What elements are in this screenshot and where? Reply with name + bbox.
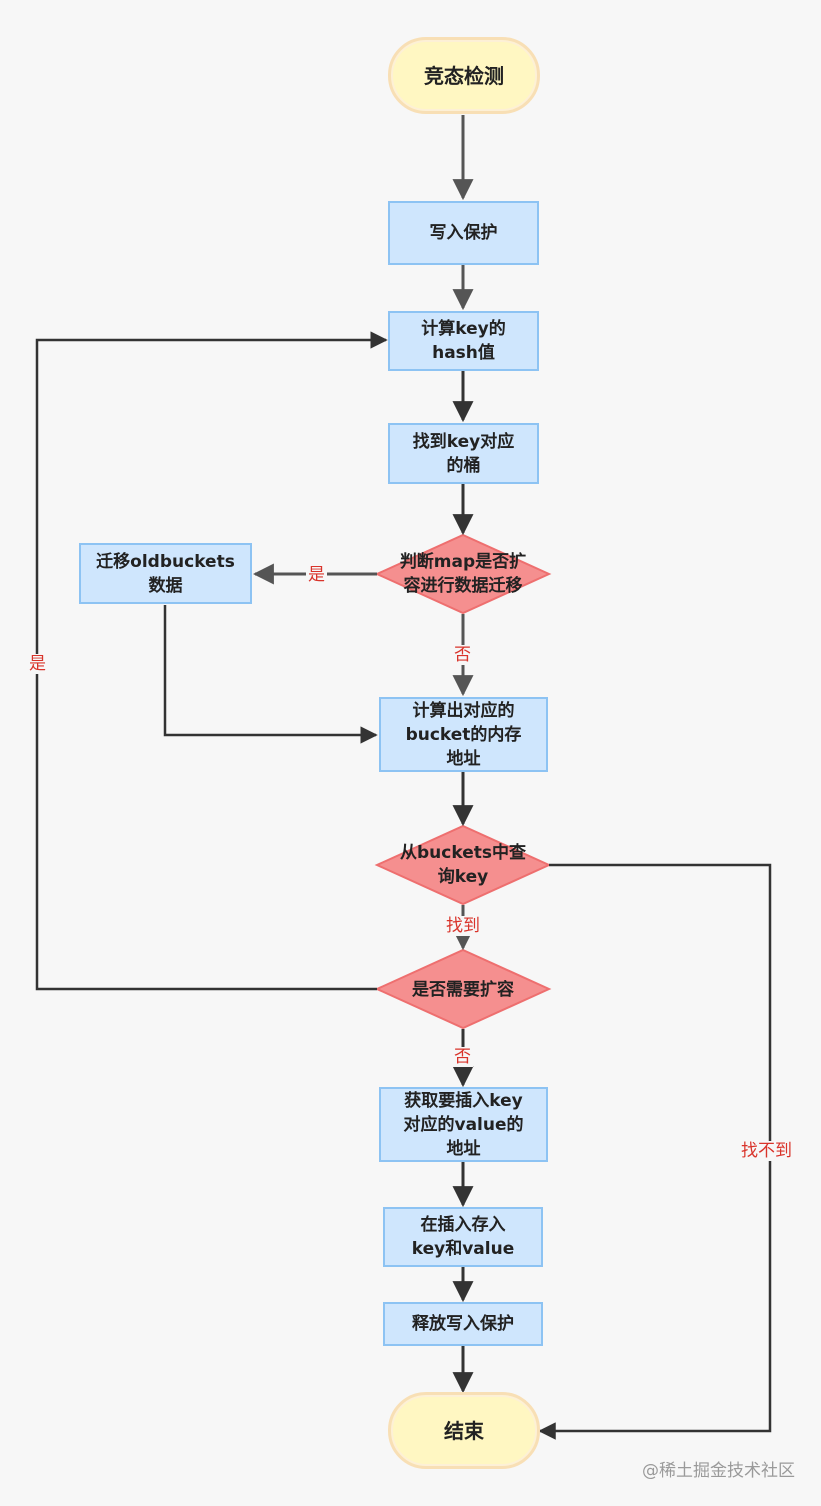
process-get-value-addr-label: 获取要插入key 对应的value的 地址 — [403, 1090, 524, 1159]
decision-diamond-migrate — [374, 533, 552, 615]
edge-label-grow-yes: 是 — [27, 654, 48, 674]
process-migrate-old: 迁移oldbuckets 数据 — [79, 543, 252, 604]
edge-not-found — [538, 863, 772, 1440]
process-migrate-old-label: 迁移oldbuckets 数据 — [96, 551, 235, 596]
decision-migrate-label: 判断map是否扩 容进行数据迁移 — [399, 552, 527, 596]
terminal-start-label: 竞态检测 — [424, 63, 504, 88]
process-insert-kv: 在插入存入 key和value — [383, 1207, 543, 1267]
process-release-protect: 释放写入保护 — [383, 1302, 543, 1346]
terminal-start: 竞态检测 — [388, 37, 540, 114]
process-get-value-addr: 获取要插入key 对应的value的 地址 — [379, 1087, 548, 1162]
process-release-protect-label: 释放写入保护 — [412, 1314, 514, 1334]
process-write-protect-label: 写入保护 — [429, 223, 498, 243]
watermark: @稀土掘金技术社区 — [642, 1461, 795, 1481]
terminal-end-label: 结束 — [444, 1418, 484, 1443]
process-calc-bucket-addr-label: 计算出对应的 bucket的内存 地址 — [405, 700, 522, 769]
decision-diamond-grow — [374, 948, 552, 1030]
edge-grow-yes-loop — [35, 331, 388, 991]
process-write-protect: 写入保护 — [388, 201, 539, 265]
edge-label-migrate-yes: 是 — [306, 565, 327, 585]
edge-migrate-addr — [163, 605, 378, 744]
process-calc-bucket-addr: 计算出对应的 bucket的内存 地址 — [379, 697, 548, 772]
process-insert-kv-label: 在插入存入 key和value — [411, 1215, 515, 1259]
terminal-end: 结束 — [388, 1392, 540, 1469]
process-calc-hash-label: 计算key的 hash值 — [421, 319, 506, 363]
edge-label-grow-no: 否 — [452, 1047, 473, 1067]
decision-query-text: 从buckets中查 询key — [377, 837, 549, 893]
decision-grow-text: 是否需要扩容 — [377, 977, 549, 1003]
process-find-bucket: 找到key对应 的桶 — [388, 423, 539, 484]
decision-diamond-query — [374, 824, 552, 906]
process-find-bucket-label: 找到key对应 的桶 — [412, 431, 515, 476]
edge-label-migrate-no: 否 — [452, 645, 473, 665]
process-calc-hash: 计算key的 hash值 — [388, 311, 539, 371]
edge-label-found: 找到 — [444, 916, 482, 936]
decision-query-label: 从buckets中查 询key — [400, 843, 526, 887]
decision-migrate-text: 判断map是否扩 容进行数据迁移 — [377, 545, 549, 603]
decision-grow-label: 是否需要扩容 — [412, 980, 514, 1000]
edge-label-not-found: 找不到 — [739, 1141, 794, 1161]
